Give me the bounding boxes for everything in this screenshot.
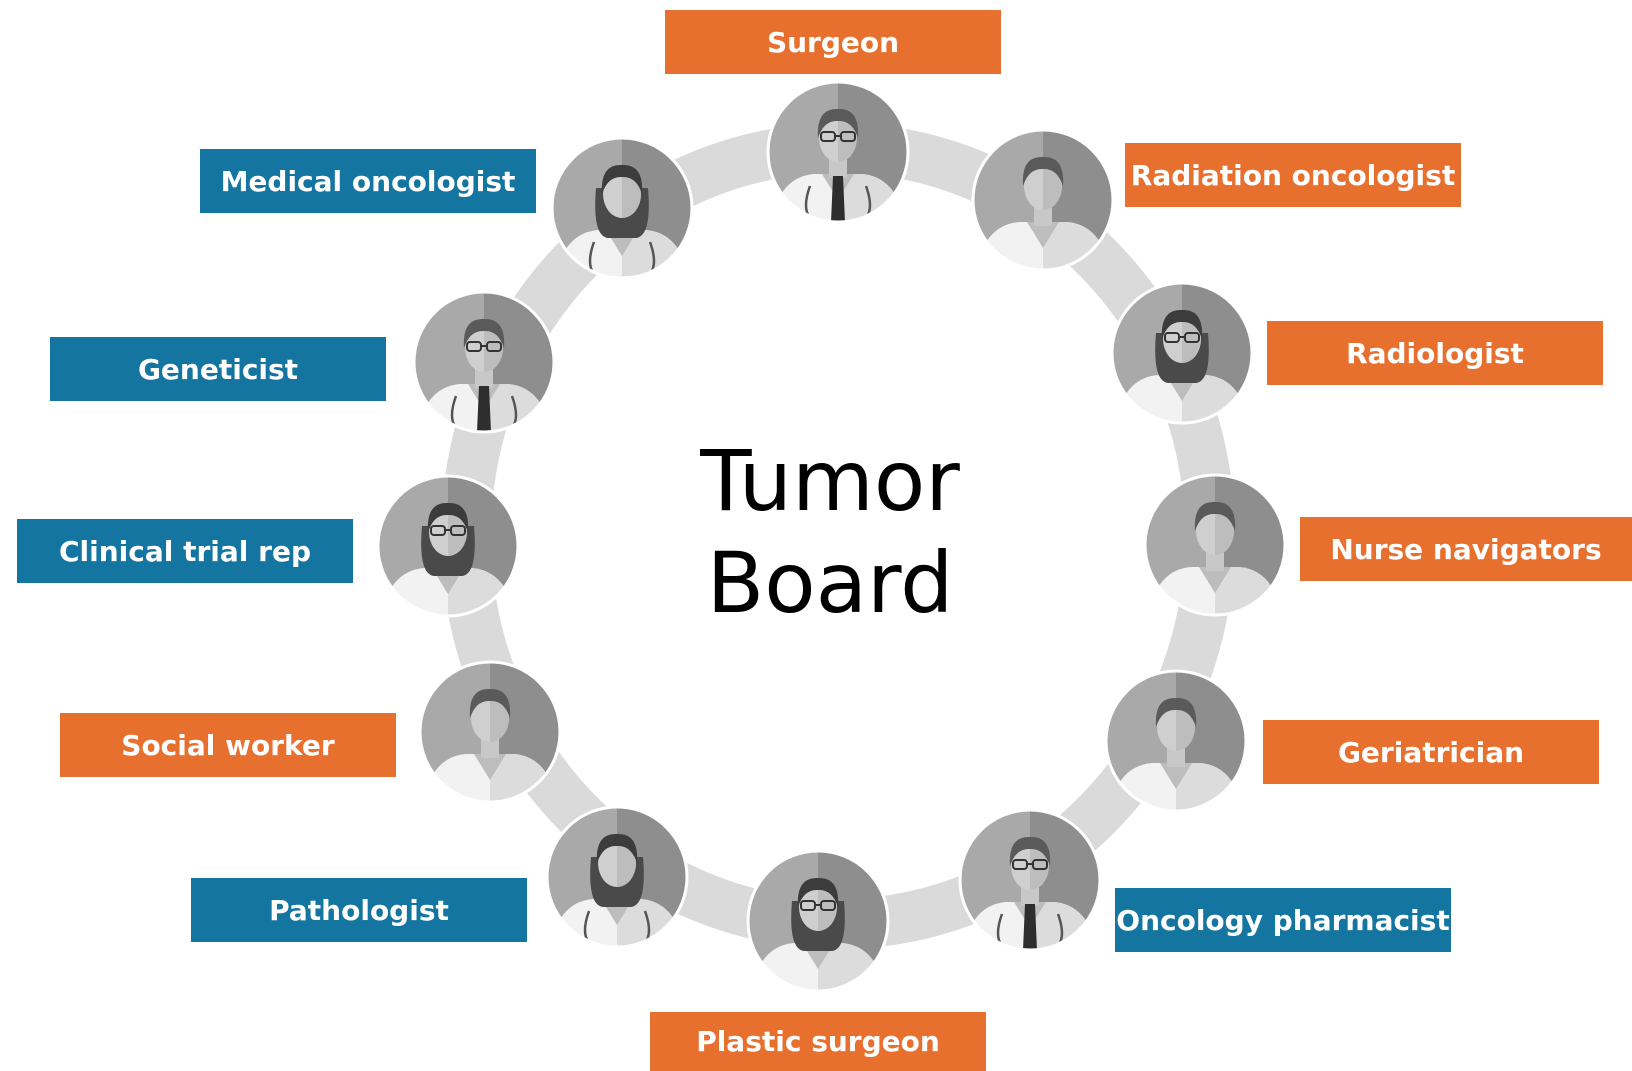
role-label-medical-oncologist: Medical oncologist (200, 149, 536, 213)
role-label-oncology-pharmacist: Oncology pharmacist (1115, 888, 1451, 952)
role-label-radiologist: Radiologist (1267, 321, 1603, 385)
role-label-plastic-surgeon: Plastic surgeon (650, 1012, 986, 1071)
title-line-1: Tumor (700, 432, 960, 530)
role-label-surgeon: Surgeon (665, 10, 1001, 74)
role-label-clinical-trial-rep: Clinical trial rep (17, 519, 353, 583)
male-doctor-glasses-tie-icon (412, 290, 556, 434)
female-doctor-glasses-icon (746, 849, 890, 993)
female-doctor-stethoscope-icon (545, 805, 689, 949)
center-title: Tumor Board (630, 430, 1030, 634)
role-label-geriatrician: Geriatrician (1263, 720, 1599, 784)
role-label-radiation-oncologist: Radiation oncologist (1125, 143, 1461, 207)
role-label-geneticist: Geneticist (50, 337, 386, 401)
female-doctor-glasses-icon (1110, 281, 1254, 425)
female-doctor-glasses-icon (376, 474, 520, 618)
role-label-pathologist: Pathologist (191, 878, 527, 942)
role-label-nurse-navigators: Nurse navigators (1300, 517, 1632, 581)
male-doctor-icon (1143, 473, 1287, 617)
title-line-2: Board (706, 534, 954, 632)
male-doctor-glasses-tie-icon (766, 80, 910, 224)
male-doctor-glasses-tie-icon (958, 808, 1102, 952)
role-label-social-worker: Social worker (60, 713, 396, 777)
female-doctor-stethoscope-icon (550, 136, 694, 280)
